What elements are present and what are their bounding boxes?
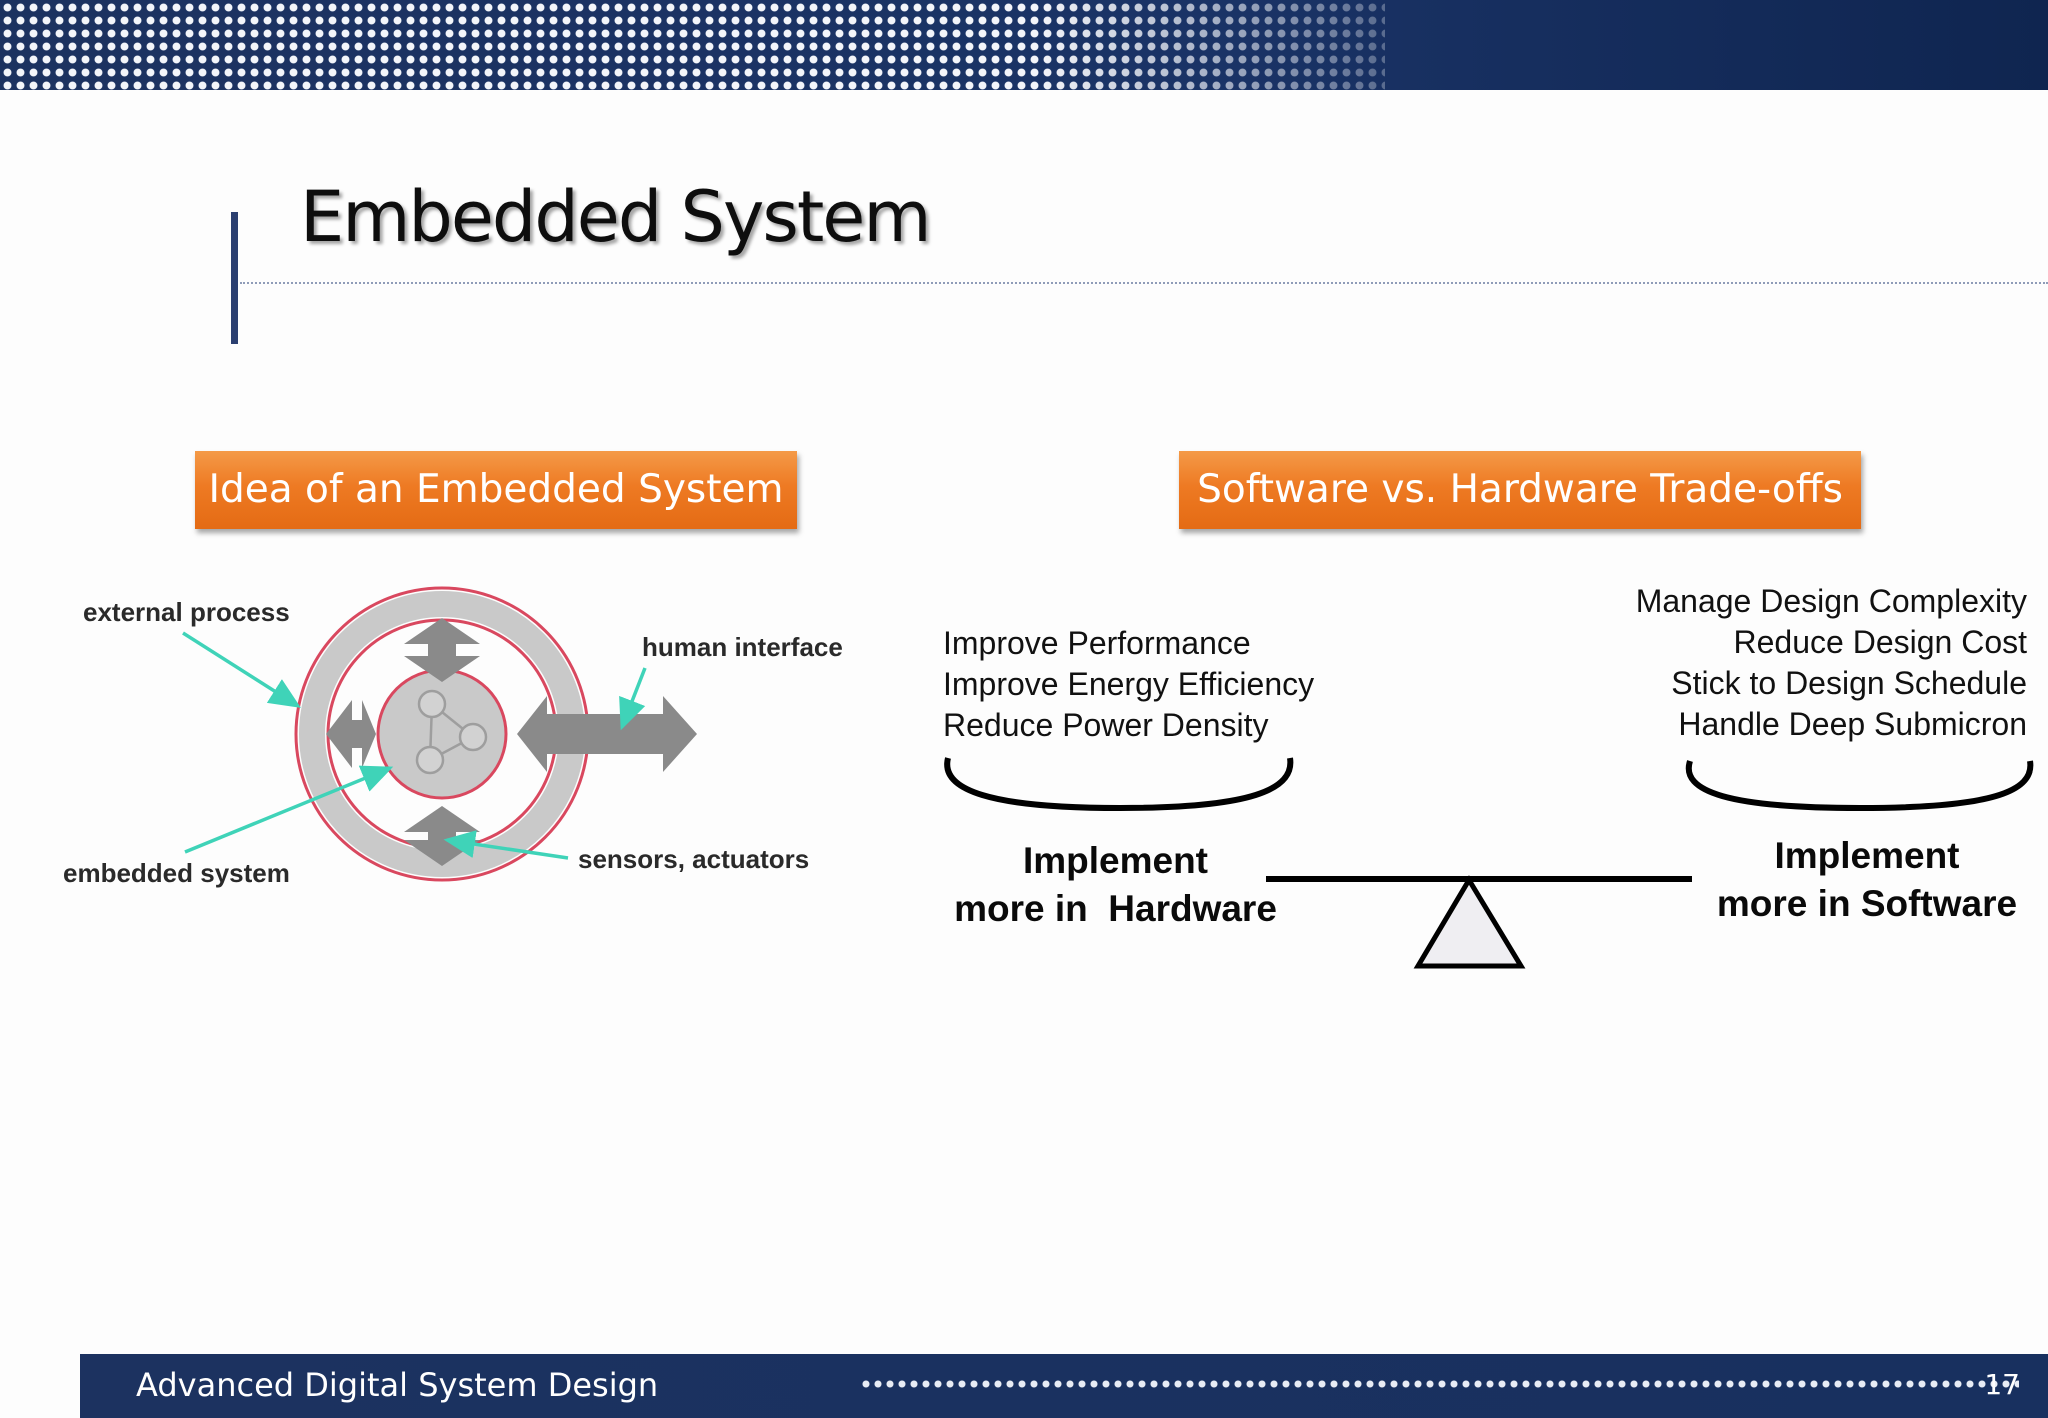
list-item: Handle Deep Submicron <box>1678 706 2027 742</box>
page-title: Embedded System <box>300 176 932 258</box>
embedded-idea-heading: Idea of an Embedded System <box>195 451 797 529</box>
footer-dot-pattern <box>860 1378 2019 1390</box>
teal-pointer-arrows <box>182 631 647 860</box>
course-title: Advanced Digital System Design <box>136 1366 659 1404</box>
title-accent-bar <box>231 212 238 344</box>
tradeoffs-heading: Software vs. Hardware Trade-offs <box>1179 451 1861 529</box>
implement-hardware-label: Implement more in Hardware <box>954 840 1277 929</box>
external-process-label: external process <box>83 597 290 627</box>
balance-fulcrum <box>1413 875 1526 969</box>
page-number: 17 <box>1984 1368 2020 1401</box>
human-interface-arrow <box>517 696 697 772</box>
title-divider <box>240 282 2048 284</box>
hardware-goals-list: Improve Performance Improve Energy Effic… <box>943 623 1314 746</box>
list-item: Reduce Power Density <box>943 707 1269 743</box>
list-item: Manage Design Complexity <box>1635 583 2027 619</box>
list-item: Improve Energy Efficiency <box>943 666 1315 702</box>
hardware-brace <box>944 757 1294 812</box>
header-banner <box>0 0 2048 90</box>
list-item: Reduce Design Cost <box>1733 624 2027 660</box>
human-interface-label: human interface <box>642 632 843 662</box>
footer-bar: Advanced Digital System Design 17 <box>80 1354 2048 1418</box>
software-goals-list: Manage Design Complexity Reduce Design C… <box>1636 581 2027 745</box>
sensors-actuators-label: sensors, actuators <box>578 844 809 874</box>
embedded-system-label: embedded system <box>63 858 290 888</box>
software-brace <box>1685 760 2034 812</box>
header-dot-pattern <box>0 0 1385 90</box>
tradeoff-balance <box>944 757 2034 969</box>
embedded-system-diagram: external process human interface embedde… <box>63 586 843 888</box>
list-item: Stick to Design Schedule <box>1671 665 2027 701</box>
processor-network-icon <box>415 689 488 775</box>
implement-software-label: Implement more in Software <box>1716 835 2018 924</box>
list-item: Improve Performance <box>943 625 1251 661</box>
